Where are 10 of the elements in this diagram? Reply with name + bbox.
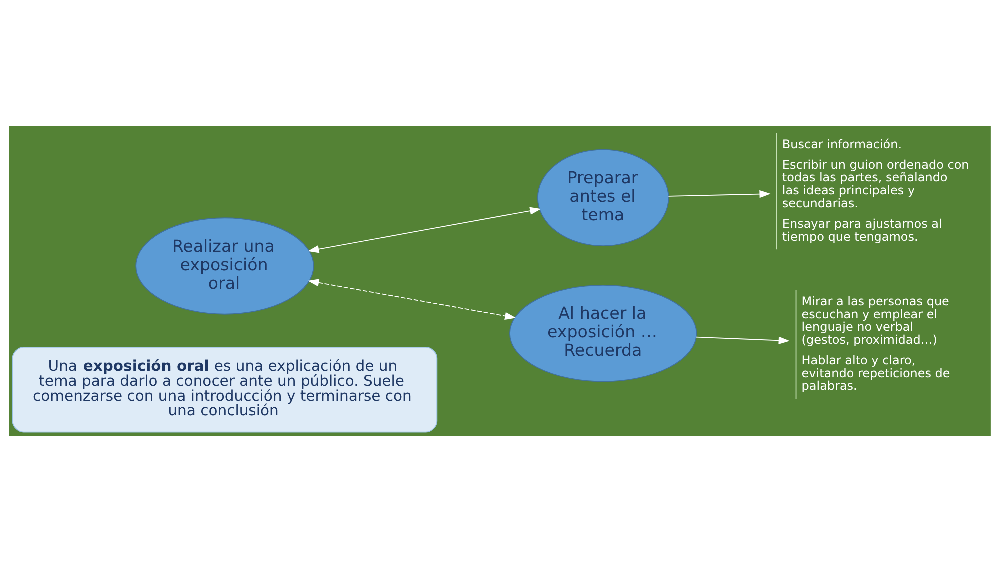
arrow xyxy=(308,207,542,254)
node-ellipse: Realizar una exposición oral xyxy=(136,218,314,315)
node-ellipse: Al hacer la exposición … Recuerda xyxy=(509,285,698,382)
node-ellipse: Preparar antes el tema xyxy=(537,149,670,247)
node-text: Buscar información. Escribir un guion ordenado con todas las partes, señalando las ideas principales y secundarias. Ensayar para ajustarnos al tiempo que tengamos. xyxy=(782,138,970,244)
arrow xyxy=(668,190,771,198)
node-text: Mirar a las personas que escuchan y emplear el lenguaje no verbal (gestos, proximidad…) Hablar alto y claro, evitando repeticiones de palabras. xyxy=(802,294,950,394)
arrow xyxy=(308,279,516,320)
arrow xyxy=(696,336,790,345)
node-box: Una exposición oral es una explicación de un tema para darlo a conocer ante un público. Suele comenzarse con una introducción y terminarse con una conclusión xyxy=(12,346,438,433)
